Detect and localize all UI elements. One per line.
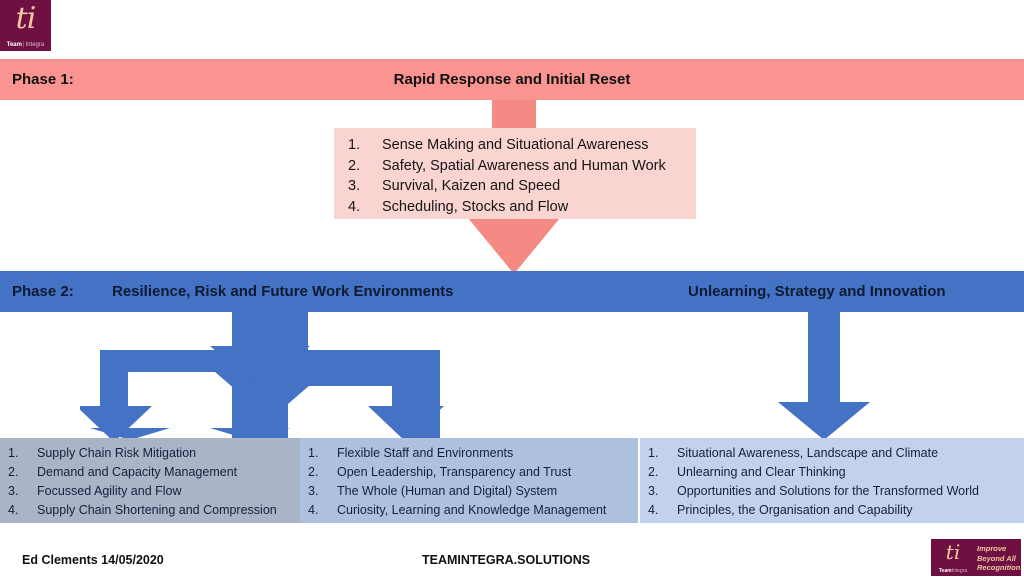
phase1-title: Rapid Response and Initial Reset	[393, 71, 631, 88]
phase1-label: Phase 1:	[12, 71, 74, 88]
list-item-text: Principles, the Organisation and Capabil…	[677, 503, 913, 517]
list-item: 2. Open Leadership, Transparency and Trus…	[308, 463, 638, 482]
footer-logo-wordmark: TeamIntegra	[933, 568, 973, 574]
list-item-text: Scheduling, Stocks and Flow	[382, 198, 569, 215]
list-item: 2. Safety, Spatial Awareness and Human Wo…	[348, 156, 696, 177]
list-item-text: Curiosity, Learning and Knowledge Manage…	[337, 503, 607, 517]
list-item-text: Sense Making and Situational Awareness	[382, 137, 649, 153]
list-item-text: Supply Chain Risk Mitigation	[37, 446, 197, 460]
phase1-item-list: 1. Sense Making and Situational Awareness…	[348, 135, 696, 217]
footer-logo-tagline: Improve Beyond All Recognition	[977, 544, 1021, 573]
list-item-number: 1.	[348, 137, 361, 153]
list-item-text: Opportunities and Solutions for the Tran…	[677, 484, 980, 498]
ti-monogram-icon: ti	[15, 1, 37, 36]
list-item-number: 4.	[348, 198, 361, 215]
list-item: 4. Scheduling, Stocks and Flow	[348, 197, 696, 218]
list-item-text: Demand and Capacity Management	[37, 465, 238, 479]
list-item: 3. The Whole (Human and Digital) System	[308, 482, 638, 501]
list-item-text: Flexible Staff and Environments	[337, 446, 514, 460]
list-item-text: Survival, Kaizen and Speed	[382, 178, 561, 194]
list-item-number: 3.	[648, 484, 659, 498]
list-item-number: 2.	[8, 465, 19, 479]
brand-logo-word-separator: |	[22, 42, 25, 48]
list-item: 1. Flexible Staff and Environments	[308, 444, 638, 463]
brand-logo: ti Team|Integra	[0, 0, 51, 51]
list-item-number: 3.	[8, 484, 19, 498]
phase2-title-left: Resilience, Risk and Future Work Environ…	[112, 283, 454, 300]
list-item-text: Safety, Spatial Awareness and Human Work	[382, 157, 666, 174]
phase2-arrow-right	[778, 310, 870, 440]
list-item-text: Focussed Agility and Flow	[37, 484, 182, 498]
footer-brand-logo: ti TeamIntegra Improve Beyond All Recogn…	[931, 539, 1021, 576]
list-item: 1. Supply Chain Risk Mitigation	[8, 444, 300, 463]
brand-logo-wordmark: Team|Integra	[0, 42, 51, 48]
list-item: 4. Supply Chain Shortening and Compressio…	[8, 501, 300, 520]
list-item: 3. Focussed Agility and Flow	[8, 482, 300, 501]
list-item-text: Open Leadership, Transparency and Trust	[337, 465, 572, 479]
list-item-number: 3.	[308, 484, 319, 498]
phase2-label: Phase 2:	[12, 283, 74, 300]
list-item-number: 4.	[308, 503, 319, 517]
footer-logo-word-second: Integra	[951, 568, 968, 574]
phase2-banner: Phase 2: Resilience, Risk and Future Wor…	[0, 271, 1024, 312]
phase2-column-3-list: 1. Situational Awareness, Landscape and C…	[648, 444, 1024, 520]
phase2-column-1-list: 1. Supply Chain Risk Mitigation 2. Demand …	[8, 444, 300, 520]
brand-logo-word-first: Team	[6, 42, 22, 48]
phase1-items-box: 1. Sense Making and Situational Awareness…	[334, 128, 696, 219]
list-item-text: The Whole (Human and Digital) System	[337, 484, 558, 498]
list-item: 4. Principles, the Organisation and Capab…	[648, 501, 1024, 520]
list-item-number: 2.	[348, 157, 361, 174]
tagline-line-3: Recognition	[977, 563, 1021, 572]
list-item-number: 2.	[308, 465, 319, 479]
phase2-column-strategy-innovation-box: 1. Situational Awareness, Landscape and C…	[640, 438, 1024, 523]
phase2-column-supply-chain-box: 1. Supply Chain Risk Mitigation 2. Demand …	[0, 438, 300, 523]
list-item: 2. Unlearning and Clear Thinking	[648, 463, 1024, 482]
brand-logo-word-second: Integra	[25, 42, 45, 48]
tagline-line-2: Beyond All	[977, 553, 1016, 563]
list-item-number: 1.	[308, 446, 319, 460]
list-item-number: 2.	[648, 465, 659, 479]
list-item: 2. Demand and Capacity Management	[8, 463, 300, 482]
list-item-text: Unlearning and Clear Thinking	[677, 465, 846, 479]
footer-author: Ed Clements 14/05/2020	[22, 553, 164, 567]
tagline-line-1: Improve	[977, 544, 1007, 553]
list-item-number: 1.	[8, 446, 19, 460]
phase2-column-2-list: 1. Flexible Staff and Environments 2. Open…	[308, 444, 638, 520]
footer-website: TEAMINTEGRA.SOLUTIONS	[422, 553, 591, 567]
list-item: 1. Sense Making and Situational Awareness	[348, 135, 696, 156]
list-item-number: 3.	[348, 178, 361, 194]
list-item: 1. Situational Awareness, Landscape and C…	[648, 444, 1024, 463]
list-item: 4. Curiosity, Learning and Knowledge Mana…	[308, 501, 638, 520]
list-item-number: 4.	[8, 503, 19, 517]
phase1-banner: Phase 1: Rapid Response and Initial Rese…	[0, 59, 1024, 100]
list-item: 3. Opportunities and Solutions for the Tr…	[648, 482, 1024, 501]
list-item-number: 1.	[648, 446, 659, 460]
phase2-column-people-leadership-box: 1. Flexible Staff and Environments 2. Open…	[300, 438, 638, 523]
footer-logo-word-first: Team	[938, 568, 952, 574]
phase2-branch-arrow-composite	[80, 310, 444, 442]
list-item-text: Situational Awareness, Landscape and Cli…	[677, 446, 939, 460]
phase2-title-right: Unlearning, Strategy and Innovation	[688, 283, 946, 300]
ti-monogram-icon: ti	[945, 540, 961, 564]
list-item: 3. Survival, Kaizen and Speed	[348, 176, 696, 197]
list-item-number: 4.	[648, 503, 659, 517]
list-item-text: Supply Chain Shortening and Compression	[37, 503, 277, 517]
